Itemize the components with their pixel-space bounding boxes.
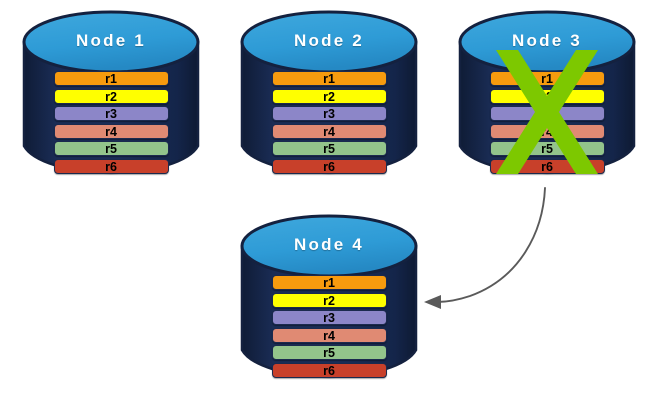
record-bar-r5[interactable]: r5: [271, 345, 387, 361]
node-cylinder-node2[interactable]: Node 2 r1 r2 r3 r4 r5 r6: [240, 8, 418, 188]
record-bar-r1[interactable]: r1: [489, 71, 605, 86]
record-bar-r4[interactable]: r4: [271, 123, 387, 139]
node-cylinder-node3[interactable]: Node 3 r1 r2 r3 r4 r5 r6: [458, 8, 636, 188]
record-bar-r1[interactable]: r1: [271, 71, 387, 86]
record-bar-r4[interactable]: r4: [53, 123, 169, 139]
record-bar-r4[interactable]: r4: [489, 123, 605, 139]
record-list: r1 r2 r3 r4 r5 r6: [240, 71, 418, 174]
record-list: r1 r2 r3 r4 r5 r6: [458, 71, 636, 174]
record-bar-r3[interactable]: r3: [271, 310, 387, 326]
record-bar-r3[interactable]: r3: [271, 106, 387, 122]
record-bar-r1[interactable]: r1: [53, 71, 169, 86]
record-bar-r5[interactable]: r5: [489, 141, 605, 157]
record-bar-r2[interactable]: r2: [489, 88, 605, 104]
record-bar-r2[interactable]: r2: [53, 88, 169, 104]
record-bar-r6[interactable]: r6: [271, 158, 387, 174]
record-bar-r2[interactable]: r2: [271, 88, 387, 104]
record-bar-r4[interactable]: r4: [271, 327, 387, 343]
node-cylinder-node1[interactable]: Node 1 r1 r2 r3 r4 r5 r6: [22, 8, 200, 188]
record-list: r1 r2 r3 r4 r5 r6: [22, 71, 200, 174]
record-bar-r6[interactable]: r6: [53, 158, 169, 174]
record-bar-r3[interactable]: r3: [53, 106, 169, 122]
record-list: r1 r2 r3 r4 r5 r6: [240, 275, 418, 378]
record-bar-r2[interactable]: r2: [271, 292, 387, 308]
record-bar-r6[interactable]: r6: [489, 158, 605, 174]
record-bar-r5[interactable]: r5: [271, 141, 387, 157]
record-bar-r6[interactable]: r6: [271, 362, 387, 378]
record-bar-r5[interactable]: r5: [53, 141, 169, 157]
record-bar-r1[interactable]: r1: [271, 275, 387, 290]
record-bar-r3[interactable]: r3: [489, 106, 605, 122]
node-cylinder-node4[interactable]: Node 4 r1 r2 r3 r4 r5 r6: [240, 212, 418, 392]
